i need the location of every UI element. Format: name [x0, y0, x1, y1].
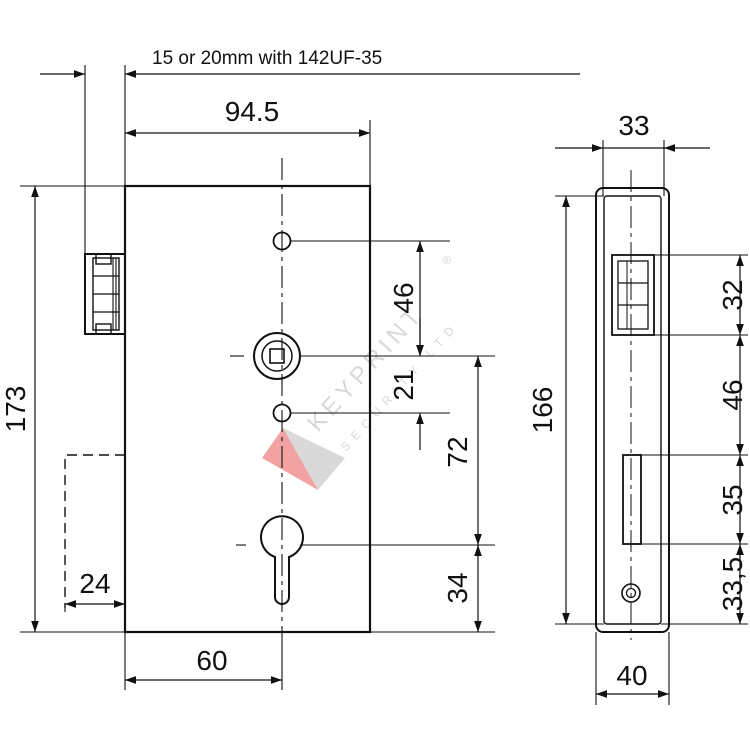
dimension-lines	[31, 70, 580, 684]
watermark-logo-red	[262, 428, 318, 490]
dim-case-width: 94.5	[225, 96, 280, 127]
follower	[253, 332, 301, 380]
bolt-outline-dashed	[64, 454, 125, 608]
dim-cylinder-to-bottom: 34	[442, 572, 473, 603]
watermark-registered: ®	[439, 247, 460, 268]
dim-bolt-offset: 24	[79, 568, 110, 599]
side-extension-lines	[555, 140, 748, 705]
latch-block	[84, 253, 126, 335]
mounting-note: 15 or 20mm with 142UF-35	[152, 48, 382, 69]
dim-faceplate-height: 166	[527, 387, 558, 434]
dim-centre-distance: 72	[442, 436, 473, 467]
dim-side-seg-3: 35	[717, 484, 748, 515]
dim-faceplate-width-bottom: 40	[616, 660, 647, 691]
side-latch	[611, 254, 655, 336]
faceplate-inner	[603, 195, 662, 625]
dim-side-seg-2: 46	[717, 379, 748, 410]
watermark-logo-grey	[283, 428, 345, 490]
dim-side-seg-4: 33,5	[717, 557, 748, 612]
dim-faceplate-width-top: 33	[618, 110, 649, 141]
side-view: 33 166 40 32 46 35 33,5	[527, 110, 748, 705]
faceplate-outer	[595, 187, 670, 633]
euro-cylinder-cutout	[260, 515, 304, 605]
faceplate-screw-inner	[625, 587, 637, 599]
dim-side-seg-1: 32	[717, 279, 748, 310]
side-dimension-lines	[555, 144, 744, 698]
watermark: KEYPRINT ® SECURITY LTD	[262, 247, 462, 490]
lock-case-body	[123, 184, 372, 634]
dim-case-height: 173	[0, 386, 31, 433]
dim-hole-spacing: 46	[388, 282, 419, 313]
front-view: 15 or 20mm with 142UF-35 94.5 173 46 21 …	[0, 48, 580, 690]
dim-backset: 60	[196, 645, 227, 676]
bolt-slot	[622, 454, 642, 545]
dim-follower-to-hole: 21	[388, 369, 419, 400]
